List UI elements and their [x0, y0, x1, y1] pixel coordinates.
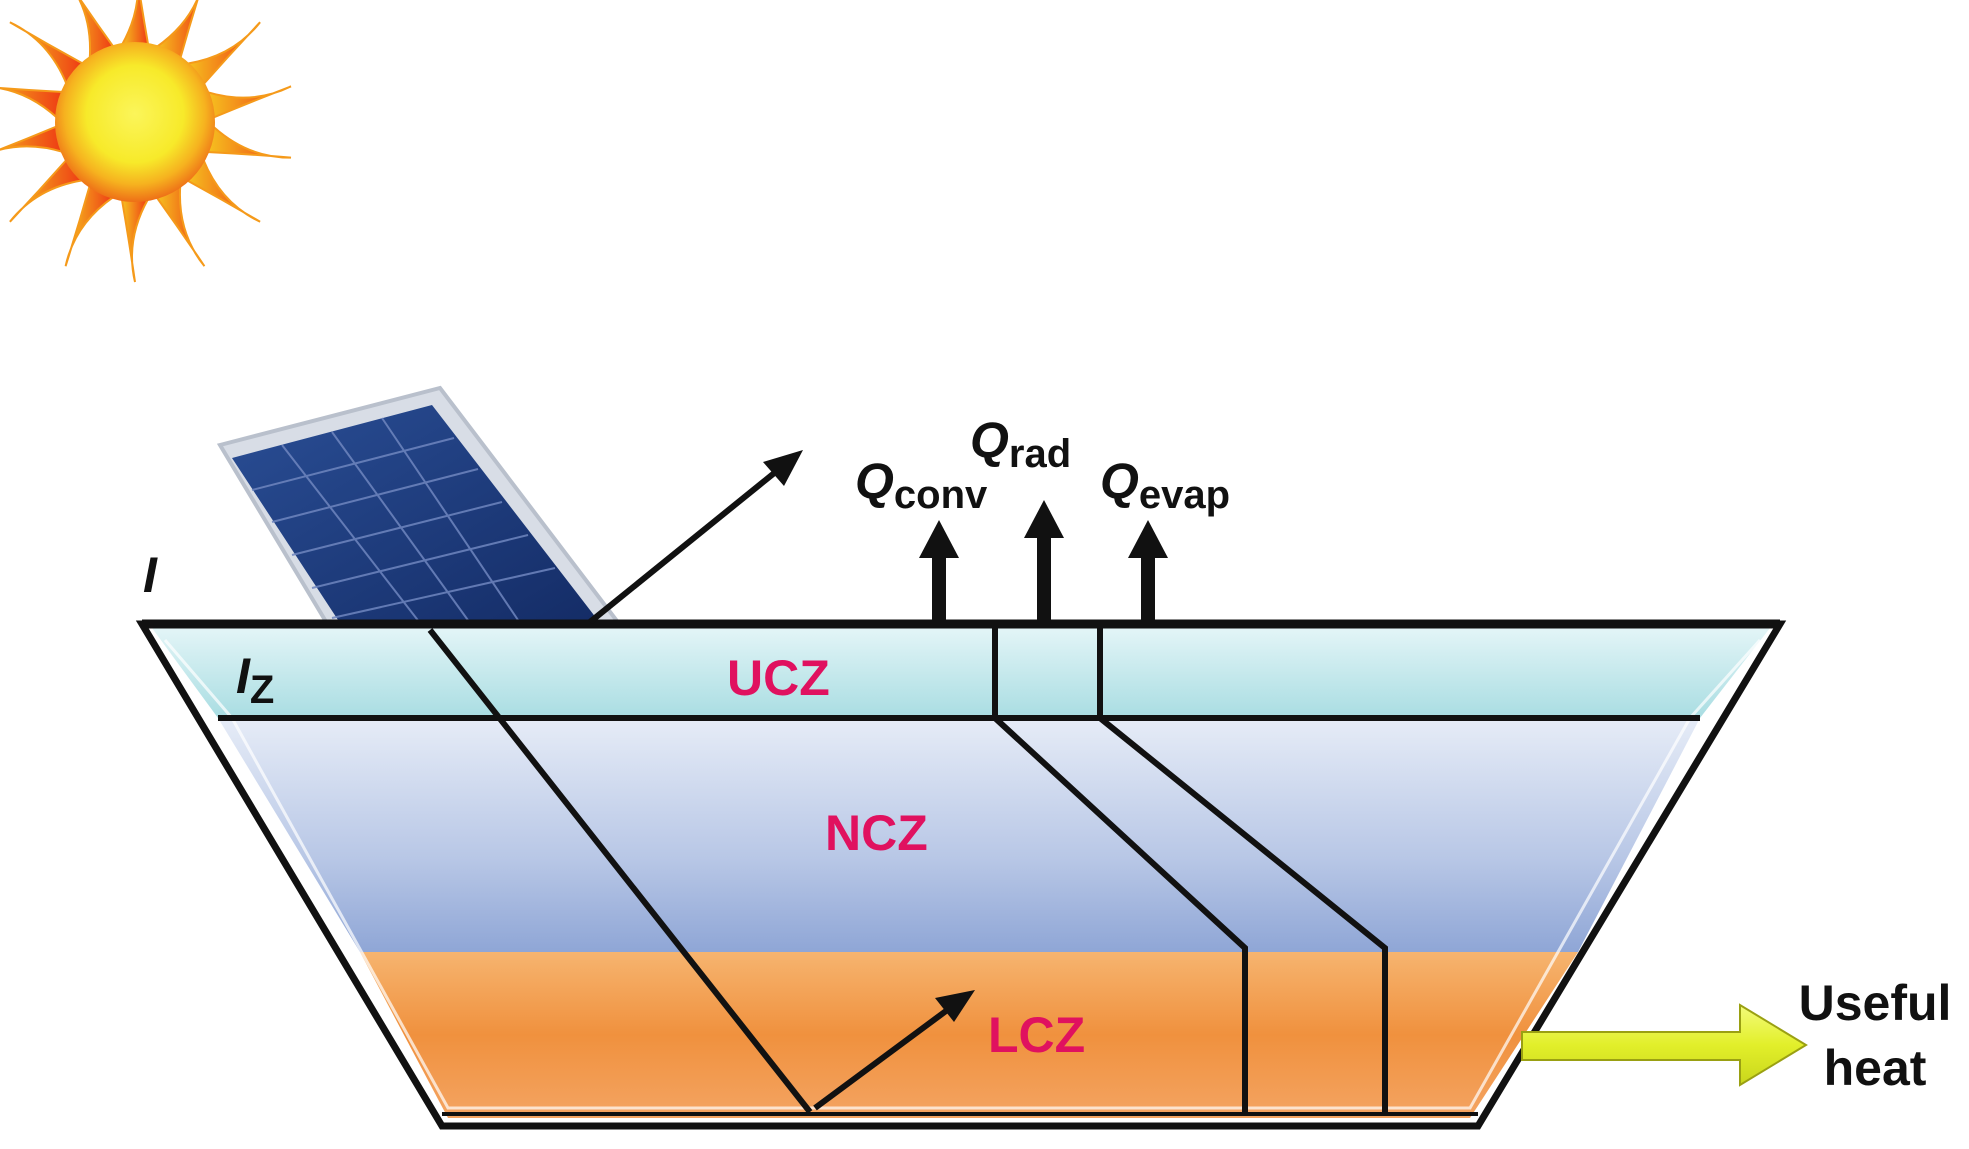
incident-radiation-label: I: [143, 547, 158, 603]
yellow-arrow-icon: [1521, 1003, 1808, 1087]
ucz-layer: [152, 628, 1770, 718]
sun-ray: [120, 197, 150, 283]
sun-ray: [120, 0, 150, 47]
incident-depth-label: IZ: [236, 648, 274, 712]
sun-ray: [154, 0, 199, 60]
sun-ray: [205, 85, 292, 120]
sun-ray: [64, 184, 116, 267]
heat-loss-arrows: [919, 500, 1168, 625]
sun-ray: [154, 183, 206, 267]
ncz-layer: [218, 718, 1700, 952]
lcz-label: LCZ: [988, 1007, 1085, 1063]
ucz-label: UCZ: [727, 650, 830, 706]
bottom-reflection-arrow: [813, 990, 975, 1111]
sun-ray: [0, 124, 65, 154]
radiation-paths: [427, 628, 1388, 1114]
sun-ray: [0, 87, 65, 120]
useful-heat-label-line1: Useful: [1799, 975, 1952, 1031]
lcz-layer: [360, 952, 1578, 1118]
q-evap-label: Qevap: [1100, 453, 1230, 517]
sun-ray: [185, 21, 261, 86]
q-conv-label: Qconv: [855, 453, 988, 517]
sun-ray: [185, 157, 261, 223]
reflected-ray-arrow: [588, 450, 803, 625]
solar-panel-icon: [216, 385, 625, 627]
sun-ray: [9, 158, 85, 223]
sun-ray: [205, 124, 292, 159]
sun-ray: [9, 21, 85, 87]
q-rad-label: Qrad: [970, 412, 1071, 476]
sun-ray: [78, 0, 116, 61]
sun-icon: [0, 0, 292, 283]
solar-pond: [135, 619, 1787, 1130]
useful-heat-label-line2: heat: [1824, 1040, 1927, 1096]
ncz-label: NCZ: [825, 805, 928, 861]
